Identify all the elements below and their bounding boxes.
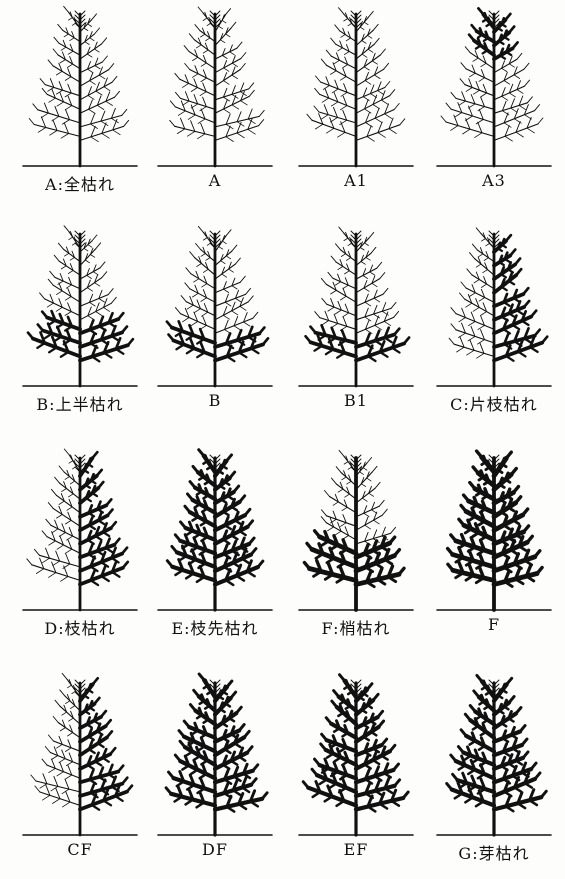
tree-illustration	[429, 8, 559, 168]
tree-label: DF	[150, 840, 280, 859]
tree-diagram-8: C:片枝枯れ	[429, 228, 559, 423]
tree-diagram-3: A1	[291, 8, 421, 203]
tree-label: B:上半枯れ	[15, 391, 145, 415]
tree-illustration	[429, 228, 559, 388]
tree-illustration	[15, 8, 145, 168]
tree-diagram-16: G:芽枯れ	[429, 677, 559, 872]
tree-illustration	[429, 452, 559, 612]
tree-illustration	[15, 677, 145, 837]
tree-label: C:片枝枯れ	[429, 391, 559, 415]
tree-diagram-15: EF	[291, 677, 421, 872]
tree-label: CF	[15, 840, 145, 859]
tree-diagram-11: F:梢枯れ	[291, 452, 421, 647]
tree-diagram-7: B1	[291, 228, 421, 423]
tree-illustration	[429, 677, 559, 837]
tree-illustration	[291, 228, 421, 388]
tree-label: A1	[291, 171, 421, 190]
tree-label: D:枝枯れ	[15, 615, 145, 639]
tree-label: A3	[429, 171, 559, 190]
tree-diagram-12: F	[429, 452, 559, 647]
tree-illustration	[291, 452, 421, 612]
tree-diagram-2: A	[150, 8, 280, 203]
tree-illustration	[291, 8, 421, 168]
tree-diagram-4: A3	[429, 8, 559, 203]
tree-diagram-13: CF	[15, 677, 145, 872]
tree-diagram-6: B	[150, 228, 280, 423]
tree-diagram-1: A:全枯れ	[15, 8, 145, 203]
tree-label: B	[150, 391, 280, 410]
tree-illustration	[150, 228, 280, 388]
tree-diagram-5: B:上半枯れ	[15, 228, 145, 423]
tree-label: F:梢枯れ	[291, 615, 421, 639]
tree-illustration	[150, 8, 280, 168]
tree-label: A:全枯れ	[15, 171, 145, 195]
tree-label: E:枝先枯れ	[150, 615, 280, 639]
tree-diagram-10: E:枝先枯れ	[150, 452, 280, 647]
tree-illustration	[150, 677, 280, 837]
tree-diagram-9: D:枝枯れ	[15, 452, 145, 647]
tree-label: F	[429, 615, 559, 634]
tree-label: G:芽枯れ	[429, 840, 559, 864]
tree-label: A	[150, 171, 280, 190]
tree-illustration	[291, 677, 421, 837]
tree-illustration	[15, 452, 145, 612]
tree-label: B1	[291, 391, 421, 410]
tree-diagram-14: DF	[150, 677, 280, 872]
tree-label: EF	[291, 840, 421, 859]
tree-illustration	[15, 228, 145, 388]
tree-illustration	[150, 452, 280, 612]
